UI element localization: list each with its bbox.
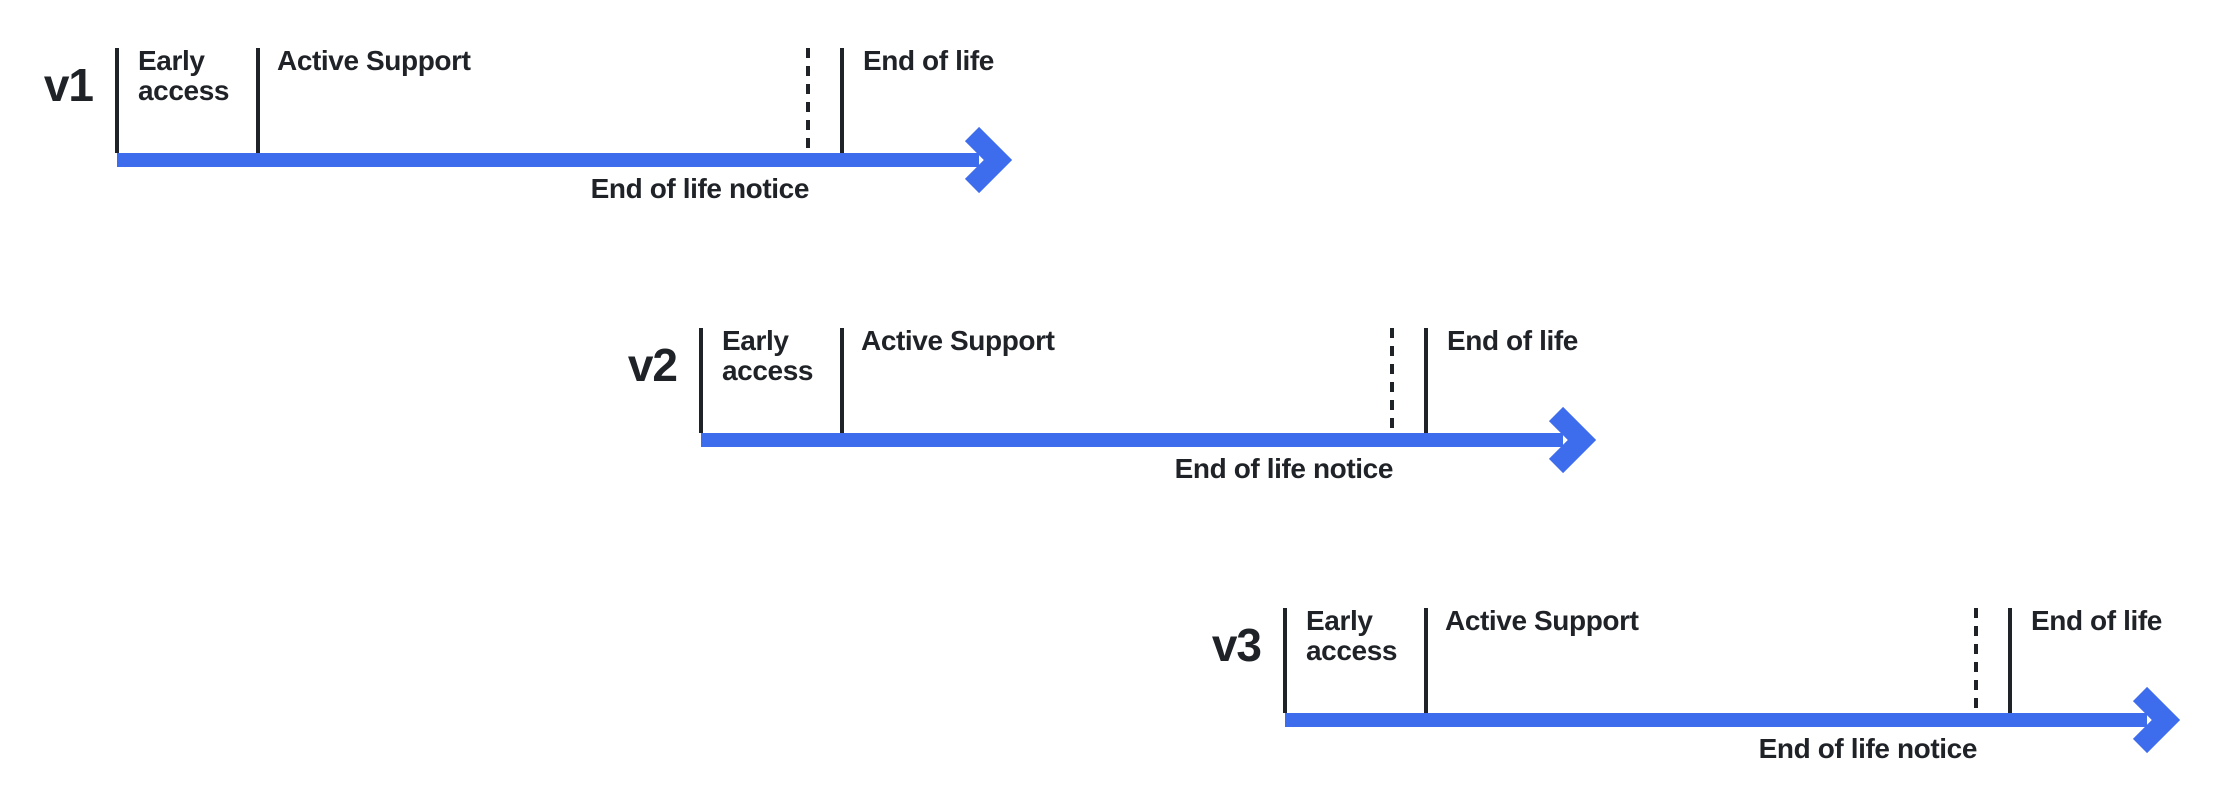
version-label: v3 <box>1211 619 1262 671</box>
early-access-start-tick <box>699 328 703 433</box>
active-support-start-tick <box>840 328 844 433</box>
arrow-shaft <box>1285 713 2147 727</box>
end-of-life-notice-label: End of life notice <box>590 173 810 204</box>
early-access-start-tick <box>1283 608 1287 713</box>
end-of-life-label: End of life <box>863 45 994 76</box>
end-of-life-notice-tick <box>1390 328 1394 433</box>
end-of-life-notice-tick <box>806 48 810 153</box>
end-of-life-notice-tick <box>1974 608 1978 713</box>
active-support-label: Active Support <box>861 325 1055 356</box>
timeline-arrow <box>1285 686 2181 754</box>
end-of-life-label: End of life <box>2031 605 2162 636</box>
timeline-row-v1: v1 Early access Active Support End of li… <box>44 45 1037 288</box>
arrow-shaft <box>117 153 979 167</box>
early-access-label: Early access <box>138 45 230 106</box>
arrow-head-icon <box>2132 686 2181 754</box>
arrow-head-icon <box>964 126 1013 194</box>
active-support-start-tick <box>256 48 260 153</box>
end-of-life-tick <box>2008 608 2012 713</box>
active-support-label: Active Support <box>1445 605 1639 636</box>
active-support-start-tick <box>1424 608 1428 713</box>
end-of-life-notice-label: End of life notice <box>1758 733 1978 764</box>
early-access-start-tick <box>115 48 119 153</box>
timeline-arrow <box>117 126 1013 194</box>
active-support-label: Active Support <box>277 45 471 76</box>
timeline-row-v3: v3 Early access Active Support End of li… <box>1212 605 2205 812</box>
end-of-life-tick <box>840 48 844 153</box>
version-label: v2 <box>627 339 678 391</box>
version-label: v1 <box>43 59 94 111</box>
end-of-life-tick <box>1424 328 1428 433</box>
timeline-row-v2: v2 Early access Active Support End of li… <box>628 325 1621 568</box>
early-access-label: Early access <box>722 325 814 386</box>
timeline-arrow <box>701 406 1597 474</box>
end-of-life-label: End of life <box>1447 325 1578 356</box>
arrow-shaft <box>701 433 1563 447</box>
early-access-label: Early access <box>1306 605 1398 666</box>
end-of-life-notice-label: End of life notice <box>1174 453 1394 484</box>
arrow-head-icon <box>1548 406 1597 474</box>
